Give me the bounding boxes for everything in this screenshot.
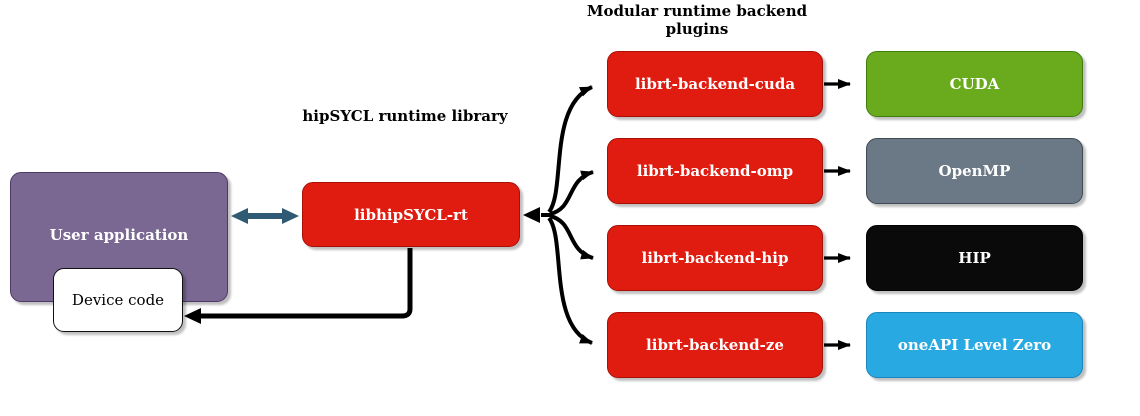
target-levelzero-node: oneAPI Level Zero (866, 312, 1083, 378)
target-openmp-node: OpenMP (866, 138, 1083, 204)
backend-hip-node: librt-backend-hip (607, 225, 823, 291)
plugins-title: Modular runtime backend plugins (566, 2, 828, 38)
target-hip-node: HIP (866, 225, 1083, 291)
plugin-target-arrows (824, 79, 851, 350)
libhipsycl-rt-node: libhipSYCL-rt (302, 182, 520, 247)
device-code-node: Device code (53, 268, 183, 332)
plugins-title-line1: Modular runtime backend (586, 2, 808, 20)
plugins-title-line2: plugins (665, 20, 729, 38)
target-cuda-node: CUDA (866, 51, 1083, 117)
backend-cuda-node: librt-backend-cuda (607, 51, 823, 117)
user-rt-arrow (231, 208, 299, 224)
backend-omp-node: librt-backend-omp (607, 138, 823, 204)
rt-plugins-fan-arrows (523, 85, 594, 345)
runtime-title: hipSYCL runtime library (302, 107, 508, 125)
backend-ze-node: librt-backend-ze (607, 312, 823, 378)
